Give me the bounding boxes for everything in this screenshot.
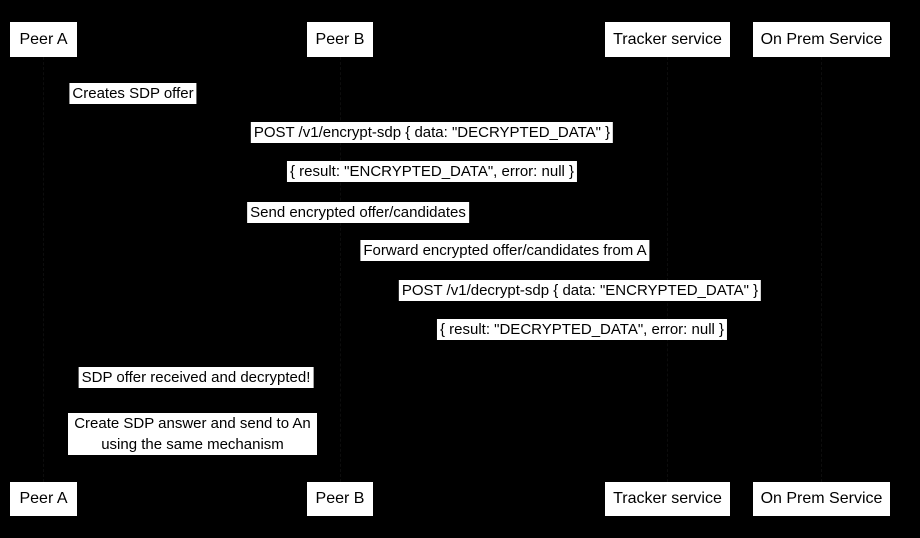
actor-peer-a-top: Peer A xyxy=(10,22,77,57)
actor-tracker-service-top: Tracker service xyxy=(605,22,730,57)
actor-on-prem-service-top: On Prem Service xyxy=(753,22,890,57)
actor-peer-a-bottom: Peer A xyxy=(10,482,77,516)
lifeline-tracker-service xyxy=(667,57,668,482)
lifeline-on-prem-service xyxy=(821,57,822,482)
message-post-encrypt-sdp: POST /v1/encrypt-sdp { data: "DECRYPTED_… xyxy=(250,122,614,143)
actor-peer-b-bottom: Peer B xyxy=(307,482,373,516)
message-result-decrypted-data: { result: "DECRYPTED_DATA", error: null … xyxy=(436,319,728,340)
note-create-sdp-answer: Create SDP answer and send to An using t… xyxy=(68,413,317,455)
message-post-decrypt-sdp: POST /v1/decrypt-sdp { data: "ENCRYPTED_… xyxy=(398,280,762,301)
message-sdp-offer-received: SDP offer received and decrypted! xyxy=(78,367,314,388)
lifeline-peer-a xyxy=(43,57,44,482)
note-line-2: using the same mechanism xyxy=(101,436,284,453)
message-result-encrypted-data: { result: "ENCRYPTED_DATA", error: null … xyxy=(286,161,578,182)
lifeline-peer-b xyxy=(340,57,341,482)
actor-peer-b-top: Peer B xyxy=(307,22,373,57)
message-forward-encrypted-offer: Forward encrypted offer/candidates from … xyxy=(360,240,650,261)
actor-tracker-service-bottom: Tracker service xyxy=(605,482,730,516)
message-creates-sdp-offer: Creates SDP offer xyxy=(69,83,197,104)
message-send-encrypted-offer: Send encrypted offer/candidates xyxy=(247,202,469,223)
note-line-1: Create SDP answer and send to An xyxy=(74,415,311,432)
actor-on-prem-service-bottom: On Prem Service xyxy=(753,482,890,516)
